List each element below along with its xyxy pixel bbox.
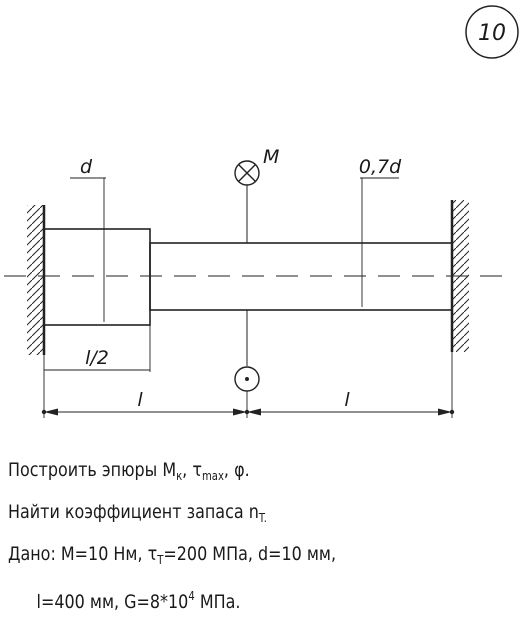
moment-out-of-page-icon: [234, 310, 260, 392]
label-d: d: [80, 156, 93, 178]
dimension-d: d: [70, 156, 106, 322]
label-length-left: l: [137, 389, 143, 411]
label-length-right: l: [344, 389, 350, 411]
shaft-diagram: 10 d 0,7d M: [4, 5, 519, 418]
dimension-half-length: l/2: [43, 325, 151, 418]
task-line-1-sub-k: к: [176, 469, 183, 483]
label-0-7d: 0,7d: [359, 156, 402, 178]
task-line-1-suffix: , φ.: [223, 459, 250, 481]
task-line-3-sub: T: [157, 553, 164, 567]
shaft-thin-section: [149, 242, 453, 311]
problem-number: 10: [478, 21, 506, 46]
task-line-3: Дано: M=10 Нм, τT=200 МПа, d=10 мм,: [8, 536, 441, 578]
task-line-4: l=400 мм, G=8*104 МПа.: [8, 578, 441, 620]
task-line-2-sub: T.: [258, 511, 267, 525]
label-moment: M: [263, 146, 279, 168]
task-line-1-mid: , τ: [182, 459, 202, 481]
task-line-1-prefix: Построить эпюры M: [8, 459, 177, 481]
task-line-3-prefix: Дано: M=10 Нм, τ: [8, 543, 158, 565]
shaft-thick-section: [43, 228, 151, 326]
task-line-1: Построить эпюры Mк, τmax, φ.: [8, 452, 441, 494]
task-line-4-sup: 4: [188, 589, 195, 603]
label-half-length: l/2: [85, 347, 109, 369]
left-wall-support: [27, 205, 46, 355]
task-text: Построить эпюры Mк, τmax, φ. Найти коэфф…: [8, 452, 523, 620]
dimension-0-7d: 0,7d: [359, 156, 402, 307]
task-line-2-prefix: Найти коэффициент запаса n: [8, 501, 259, 523]
task-line-2: Найти коэффициент запаса nT.: [8, 494, 441, 536]
task-line-4-prefix: l=400 мм, G=8*10: [36, 591, 189, 613]
task-line-3-suffix: =200 МПа, d=10 мм,: [163, 543, 337, 565]
problem-number-badge: 10: [465, 5, 519, 59]
moment-into-page-icon: M: [234, 146, 279, 243]
task-line-1-sub-max: max: [201, 469, 224, 483]
task-line-4-suffix: МПа.: [194, 591, 241, 613]
dimension-total-length: l l: [41, 352, 455, 418]
